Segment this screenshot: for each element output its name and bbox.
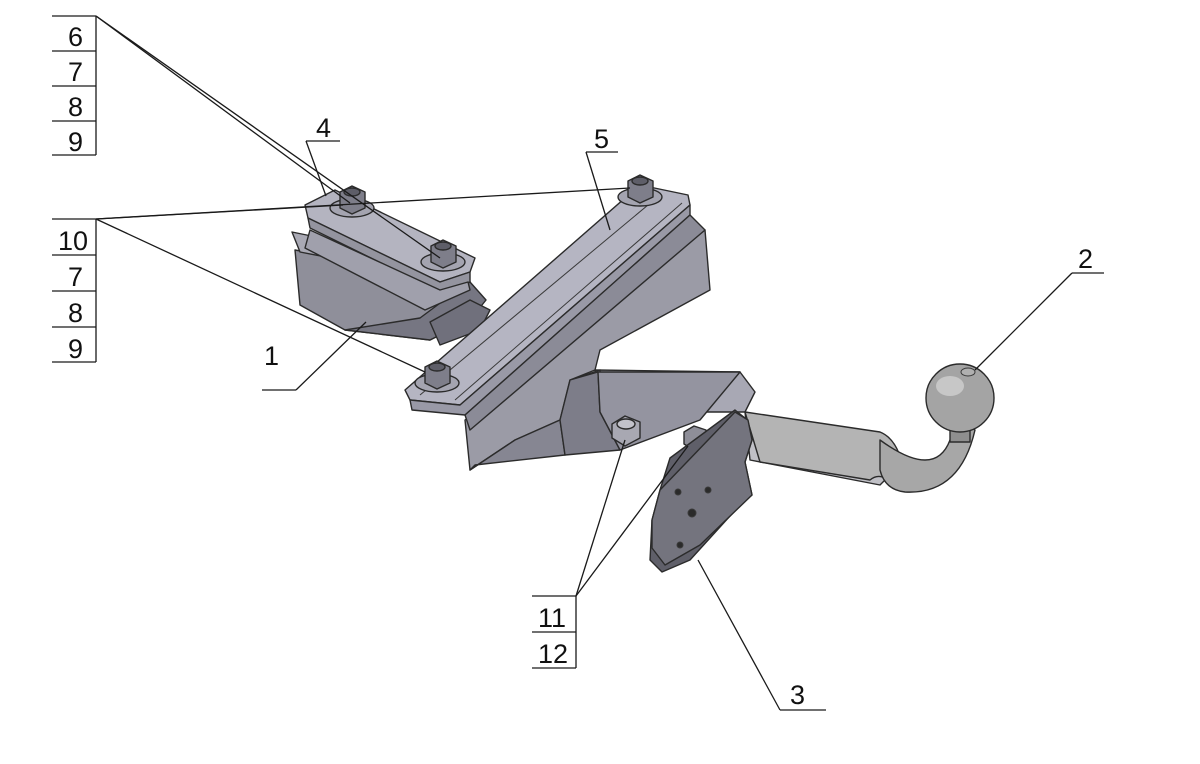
callout-2: 2 (1078, 244, 1093, 274)
callout-6: 6 (68, 22, 83, 52)
callout-11: 11 (538, 603, 566, 633)
callout-9-left: 9 (68, 334, 83, 364)
callout-7-top: 7 (68, 57, 83, 87)
bolt-side-11 (611, 415, 641, 447)
part-3-socket-plate (649, 409, 753, 573)
crossmember-housing (464, 229, 741, 471)
callout-7-left: 7 (68, 262, 83, 292)
callout-4: 4 (316, 113, 331, 143)
fasteners (329, 174, 707, 451)
callout-9-top: 9 (68, 127, 83, 157)
callout-10: 10 (58, 226, 88, 256)
part-2-tow-ball (925, 363, 995, 443)
nut-washer-bar-left (414, 360, 460, 393)
callout-5: 5 (594, 124, 609, 154)
callout-labels: 6 7 8 9 10 7 8 9 4 5 1 2 3 11 12 (58, 22, 1093, 710)
nut-washer-top-right (420, 239, 466, 272)
callout-8-top: 8 (68, 92, 83, 122)
callout-8-left: 8 (68, 298, 83, 328)
callout-1: 1 (264, 341, 279, 371)
leader-lines (52, 15, 1104, 711)
callout-3: 3 (790, 680, 805, 710)
nut-washer-bar-right (617, 174, 663, 207)
callout-12: 12 (538, 639, 568, 669)
